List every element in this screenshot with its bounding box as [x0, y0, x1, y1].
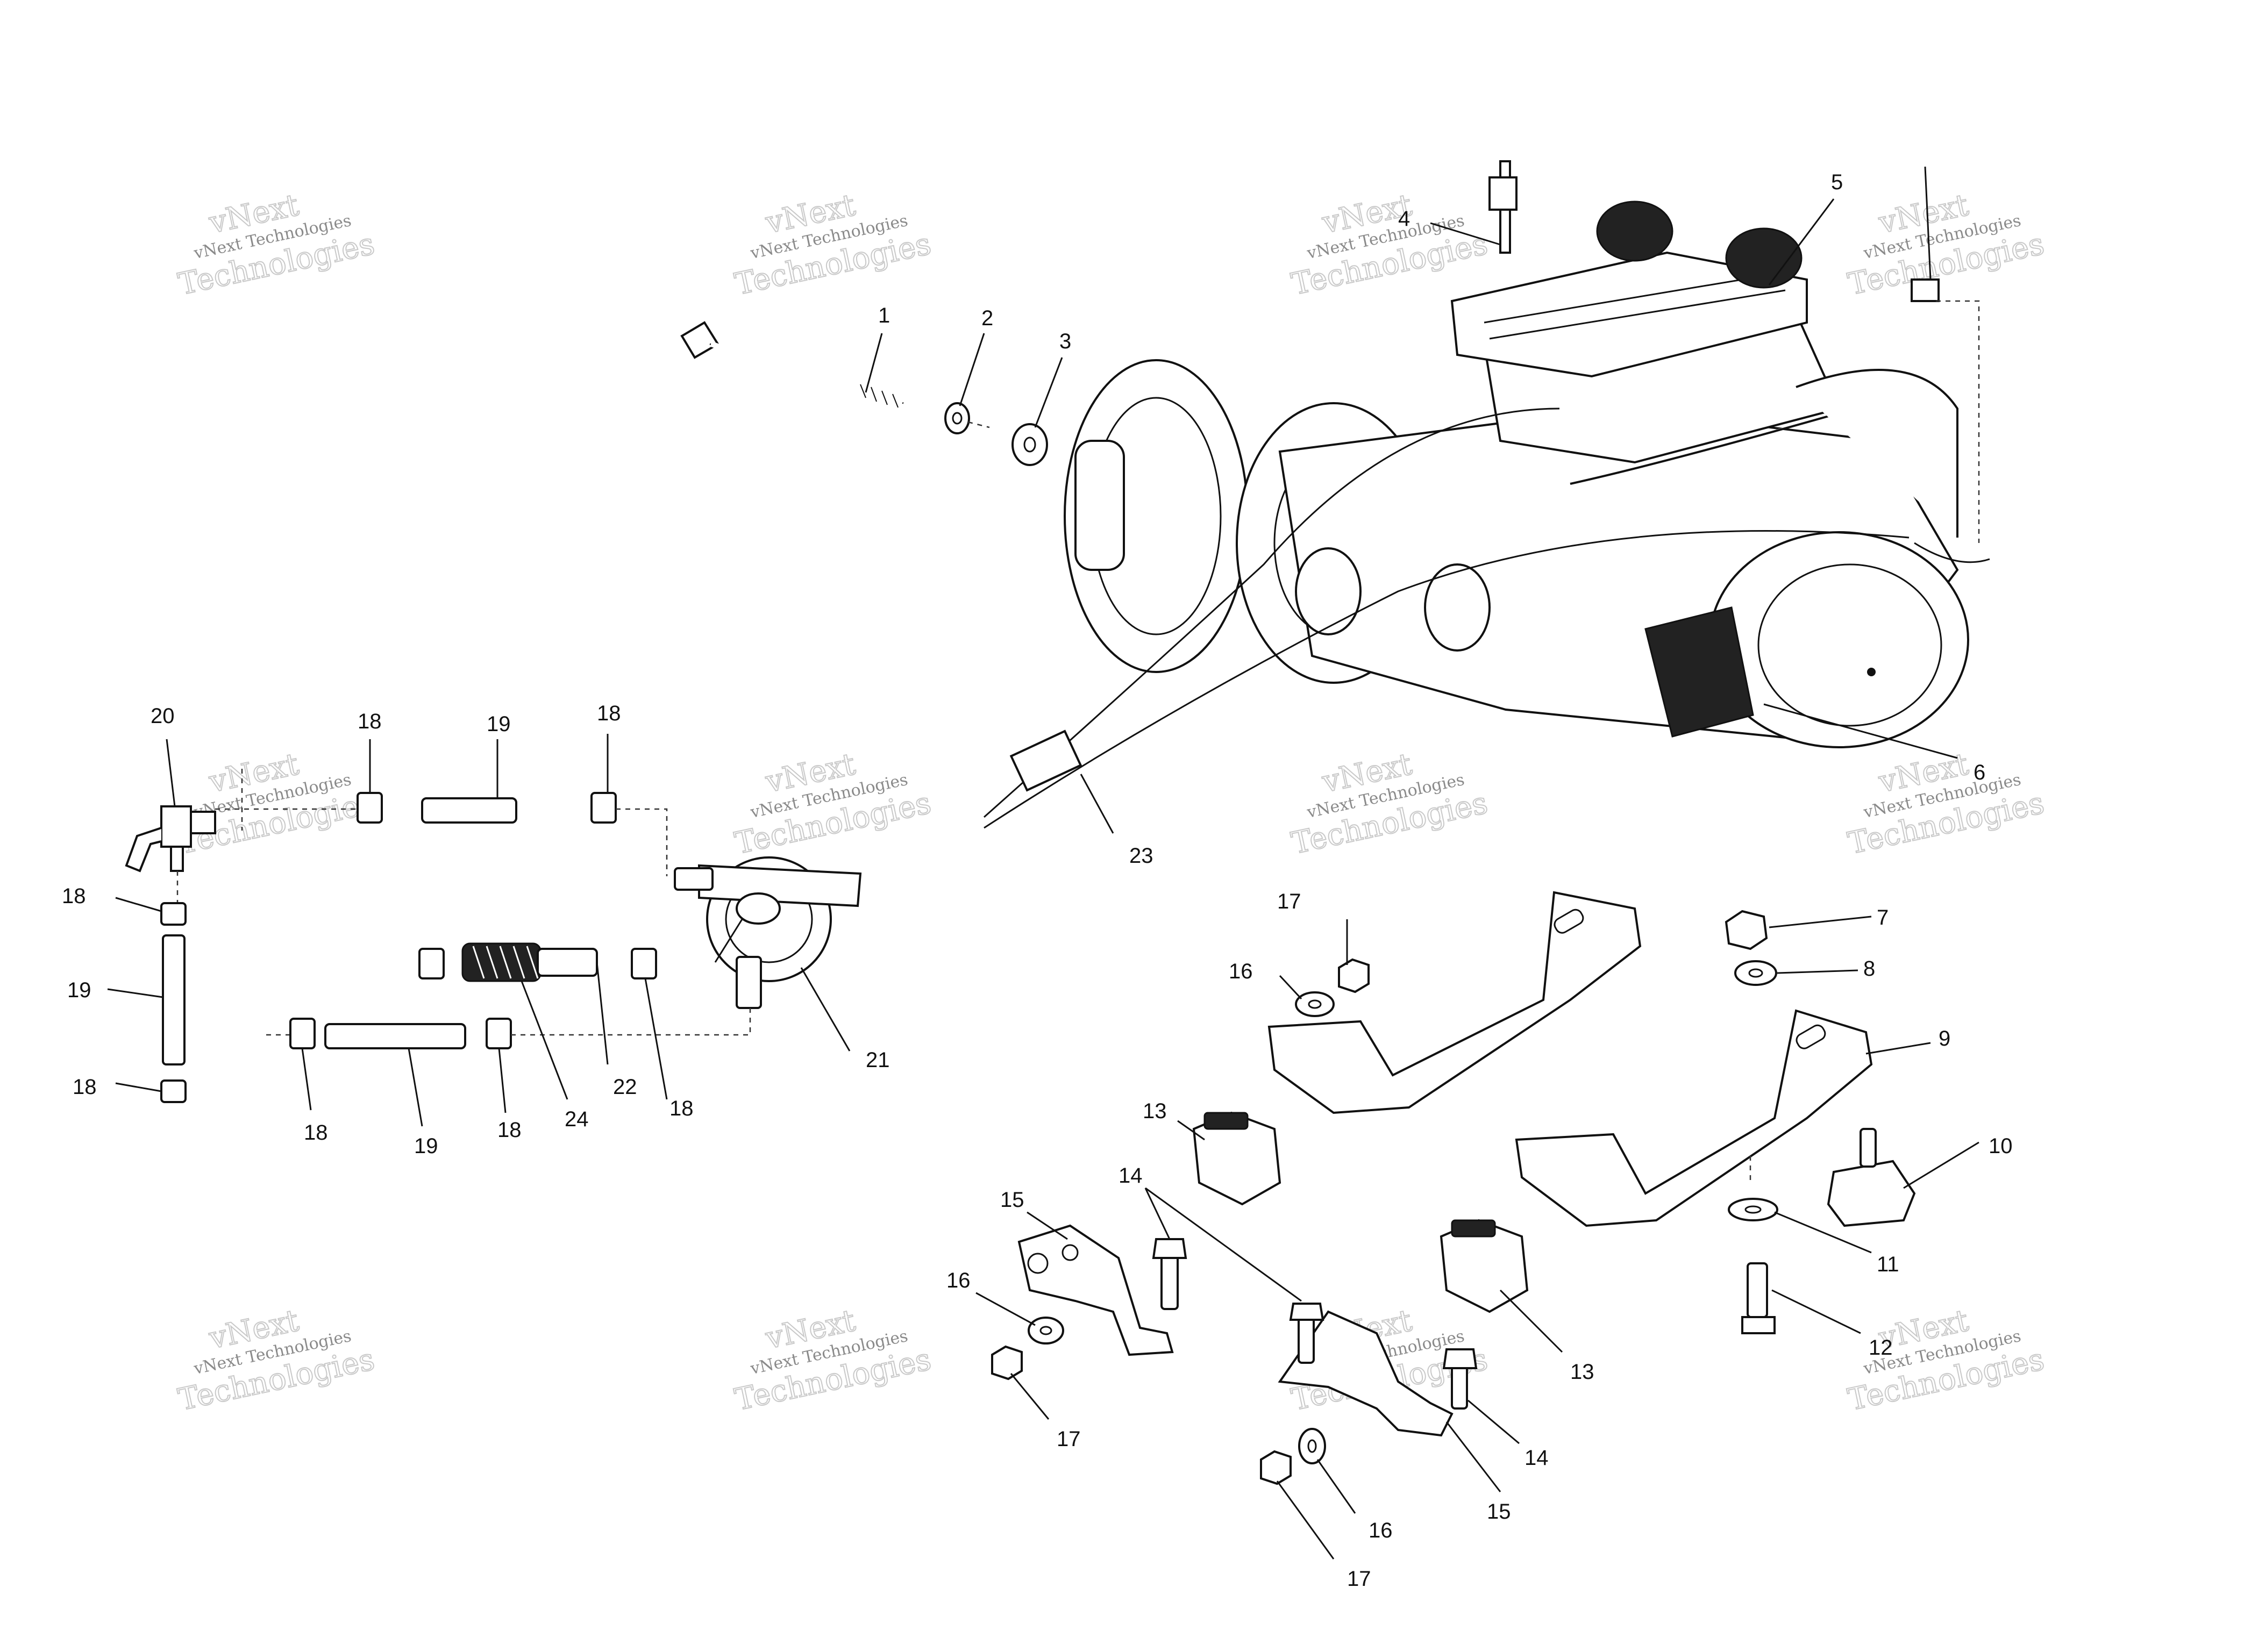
- callout-2: 2: [981, 306, 993, 330]
- callout-9: 9: [1939, 1027, 1950, 1050]
- fuel-system: [125, 769, 862, 1103]
- callout-14b: 14: [1525, 1446, 1549, 1470]
- callout-15b: 15: [1487, 1500, 1511, 1524]
- callout-5: 5: [1831, 170, 1843, 194]
- callout-4: 4: [1398, 207, 1410, 231]
- callout-18g: 18: [497, 1118, 522, 1142]
- bolt-washer-group: [680, 321, 1048, 466]
- callout-14a: 14: [1119, 1164, 1143, 1188]
- callout-20: 20: [151, 704, 175, 728]
- callout-16b: 16: [946, 1269, 971, 1292]
- callout-7: 7: [1877, 906, 1889, 929]
- callout-12: 12: [1869, 1336, 1893, 1360]
- callout-1: 1: [878, 304, 890, 327]
- callout-16c: 16: [1369, 1519, 1393, 1542]
- callout-16a: 16: [1229, 960, 1253, 983]
- callout-13b: 13: [1570, 1360, 1594, 1384]
- callout-15a: 15: [1000, 1188, 1024, 1212]
- callout-18a: 18: [358, 710, 382, 733]
- callout-19a: 19: [487, 712, 511, 736]
- callout-19b: 19: [67, 978, 91, 1002]
- callout-19c: 19: [414, 1134, 438, 1158]
- callout-22: 22: [613, 1075, 637, 1099]
- callout-18b: 18: [597, 702, 621, 725]
- callout-10: 10: [1989, 1134, 2013, 1158]
- mount-plates: [1267, 891, 1873, 1227]
- callout-24: 24: [565, 1107, 589, 1131]
- callout-18e: 18: [669, 1097, 694, 1120]
- callout-3: 3: [1059, 330, 1071, 353]
- callout-18d: 18: [73, 1075, 97, 1099]
- callout-17c: 17: [1347, 1567, 1371, 1591]
- callout-23: 23: [1129, 844, 1153, 868]
- callout-11: 11: [1877, 1253, 1899, 1276]
- callout-13a: 13: [1143, 1099, 1167, 1123]
- mount-hardware: [991, 1111, 1916, 1485]
- leader-lines: [107, 198, 1979, 1560]
- callout-labels: 1 2 3 4 5 6 7 8 9 10 11 12 13 13 14 14 1…: [62, 170, 2013, 1591]
- callout-18f: 18: [304, 1121, 328, 1145]
- callout-21: 21: [866, 1048, 890, 1072]
- callout-17a: 17: [1277, 890, 1301, 913]
- callout-8: 8: [1863, 957, 1875, 981]
- callout-18c: 18: [62, 884, 86, 908]
- engine-assembly: [984, 160, 1990, 829]
- callout-17b: 17: [1057, 1427, 1081, 1451]
- callout-6: 6: [1974, 761, 1985, 784]
